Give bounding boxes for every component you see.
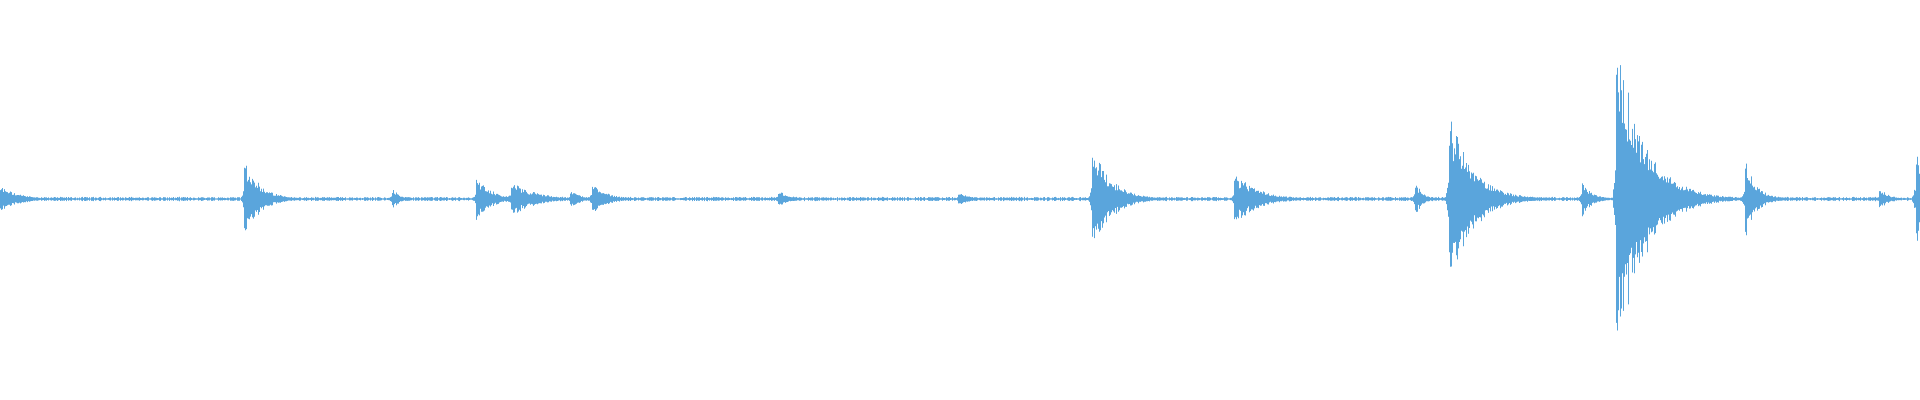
waveform-signal [0, 65, 1920, 331]
waveform-lines [0, 65, 1920, 331]
